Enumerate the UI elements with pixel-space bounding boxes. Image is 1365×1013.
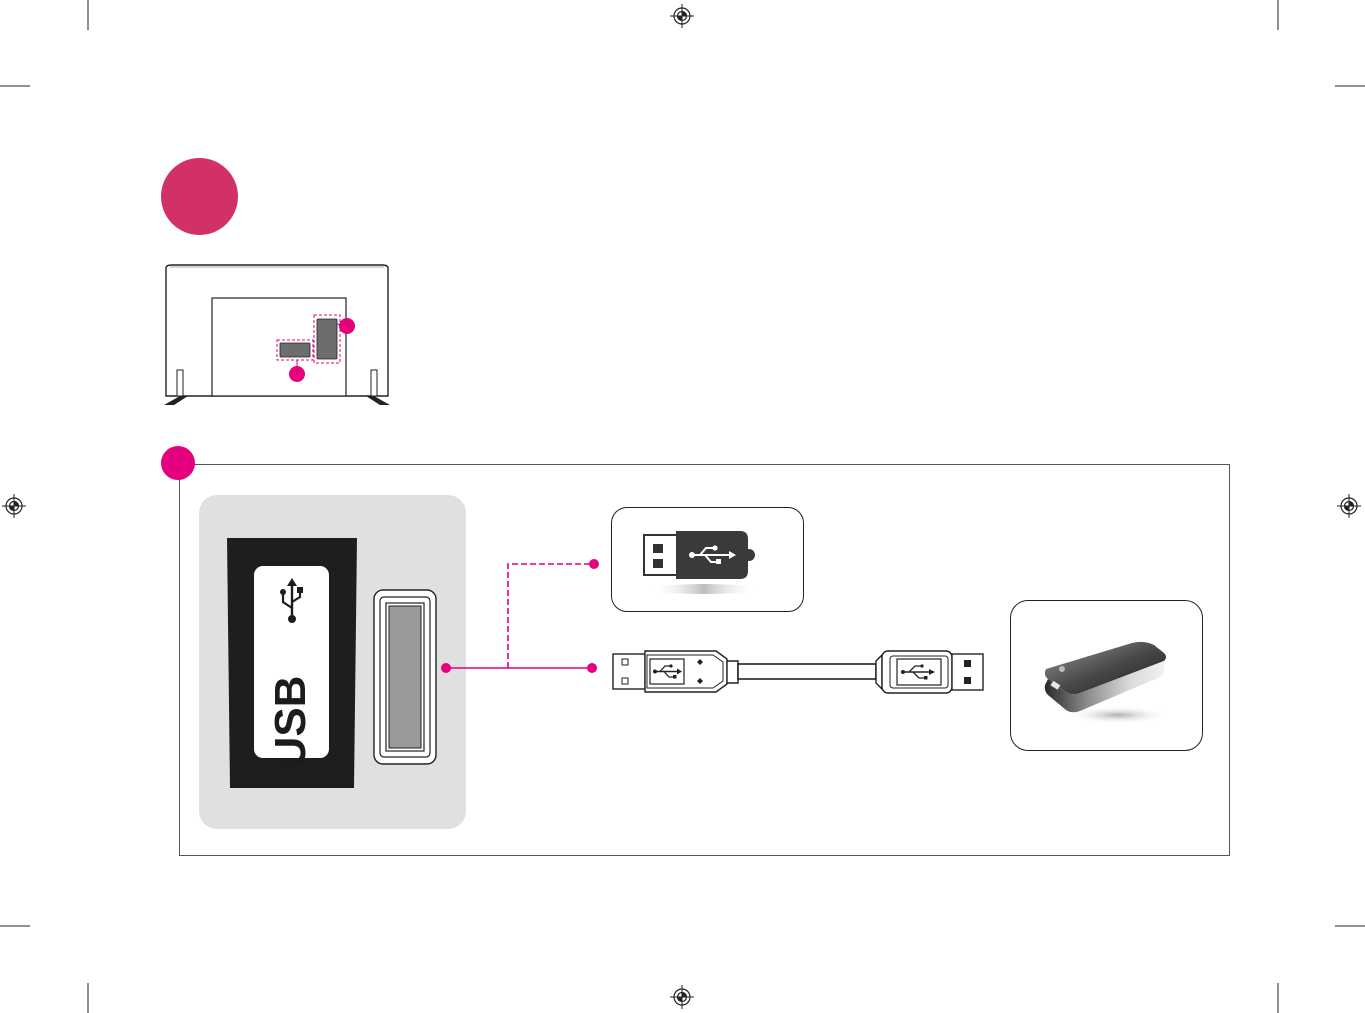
usb-flash-drive-icon xyxy=(640,526,760,602)
step-badge xyxy=(161,158,238,235)
callout-dot-b xyxy=(289,366,305,382)
callout-dot-a xyxy=(339,318,355,334)
tv-rear-illustration xyxy=(160,262,396,408)
registration-mark-bottom xyxy=(670,985,694,1009)
registration-mark-right xyxy=(1337,494,1361,518)
usb-trident-icon xyxy=(277,578,307,626)
tv-stand-foot-left xyxy=(164,396,188,405)
connection-lines xyxy=(440,555,610,680)
port-area-horizontal xyxy=(280,343,310,357)
usb-port xyxy=(373,589,443,765)
registration-mark-left xyxy=(2,494,26,518)
usb-cable-icon xyxy=(612,648,984,696)
tv-stand-post-left xyxy=(177,370,183,396)
external-hard-drive-icon xyxy=(1040,635,1172,725)
cable-connection-dot xyxy=(587,663,597,673)
port-area-vertical xyxy=(317,319,337,359)
callout-badge xyxy=(161,446,195,480)
flash-drive-connection-dot xyxy=(589,559,599,569)
tv-stand-foot-right xyxy=(366,396,390,405)
registration-mark-top xyxy=(670,4,694,28)
usb-port-label: USB xyxy=(261,672,321,772)
tv-stand-post-right xyxy=(371,370,377,396)
